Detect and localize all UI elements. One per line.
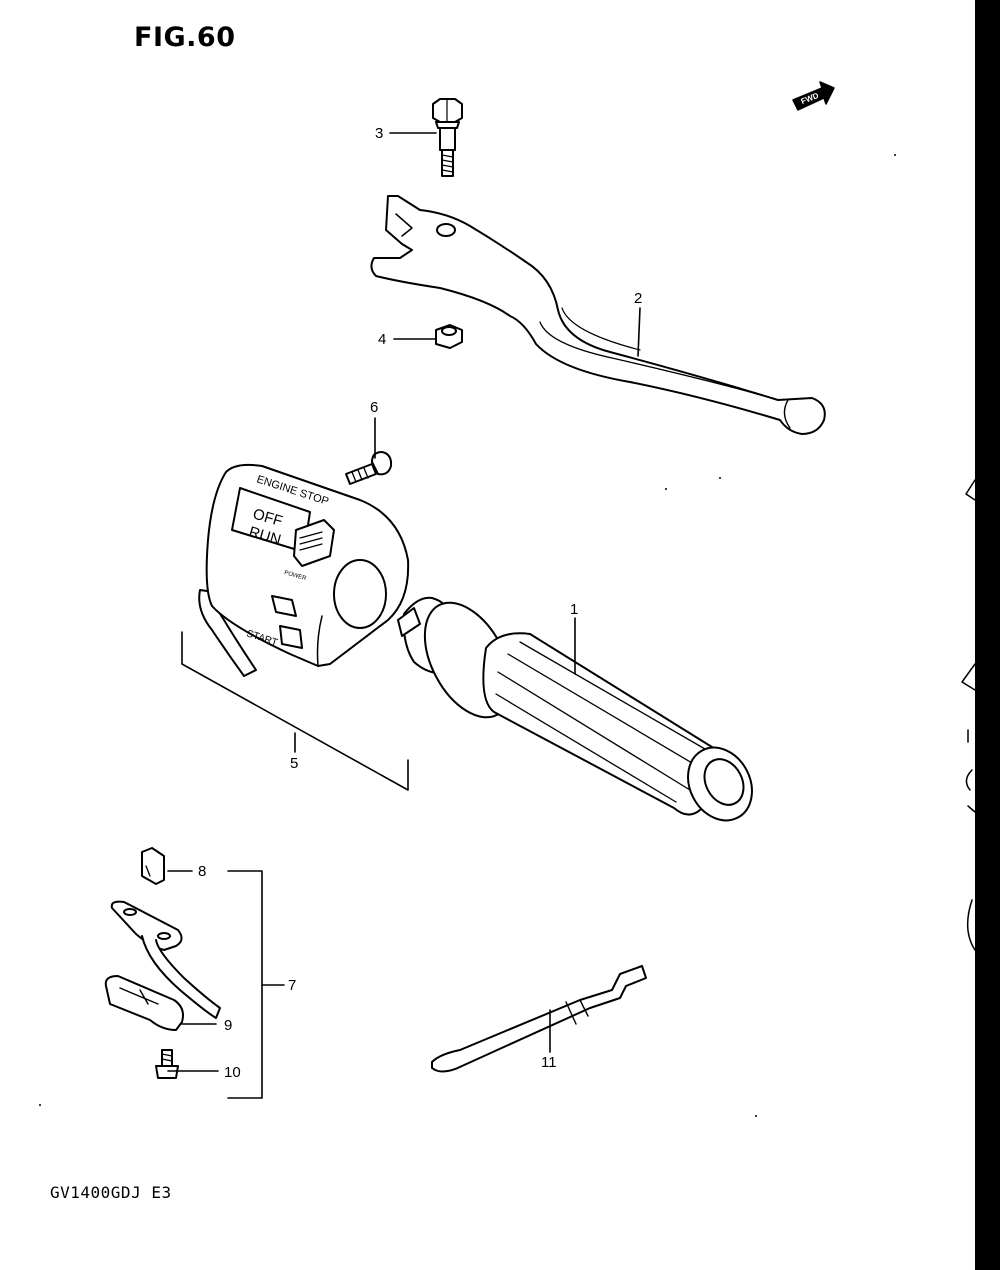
cable-tie-part-11 [431,965,647,1073]
callout-5: 5 [290,755,298,772]
callout-labels: 3 2 4 6 1 5 8 7 9 10 11 [198,125,642,1081]
callout-3: 3 [375,125,383,142]
callout-10: 10 [224,1064,241,1081]
callout-6: 6 [370,399,378,416]
nut-part-4 [435,324,463,349]
callout-1: 1 [570,601,578,618]
callout-7: 7 [288,977,296,994]
grip-part-1 [397,596,753,822]
clamp-part-9 [104,900,221,1031]
model-code: GV1400GDJ E3 [50,1183,172,1202]
scan-marks [39,154,896,1117]
callout-4: 4 [378,331,386,348]
switch-housing-part-5: ENGINE STOP OFF RUN POWER START [198,463,410,677]
callout-11: 11 [541,1054,557,1071]
lever-part-2 [370,195,826,435]
screw-part-6 [345,451,393,485]
page-edge-border [975,0,1000,1270]
connector-part-8 [141,847,165,885]
leader-lines [167,132,641,1099]
callout-2: 2 [634,290,642,307]
figure-title: FIG.60 [134,22,236,53]
adjacent-page-edge [961,479,976,951]
fwd-arrow-icon: FWD [792,81,835,111]
callout-9: 9 [224,1017,232,1034]
bolt-part-3 [432,98,463,177]
callout-8: 8 [198,863,206,880]
screw-part-10 [155,1049,179,1079]
